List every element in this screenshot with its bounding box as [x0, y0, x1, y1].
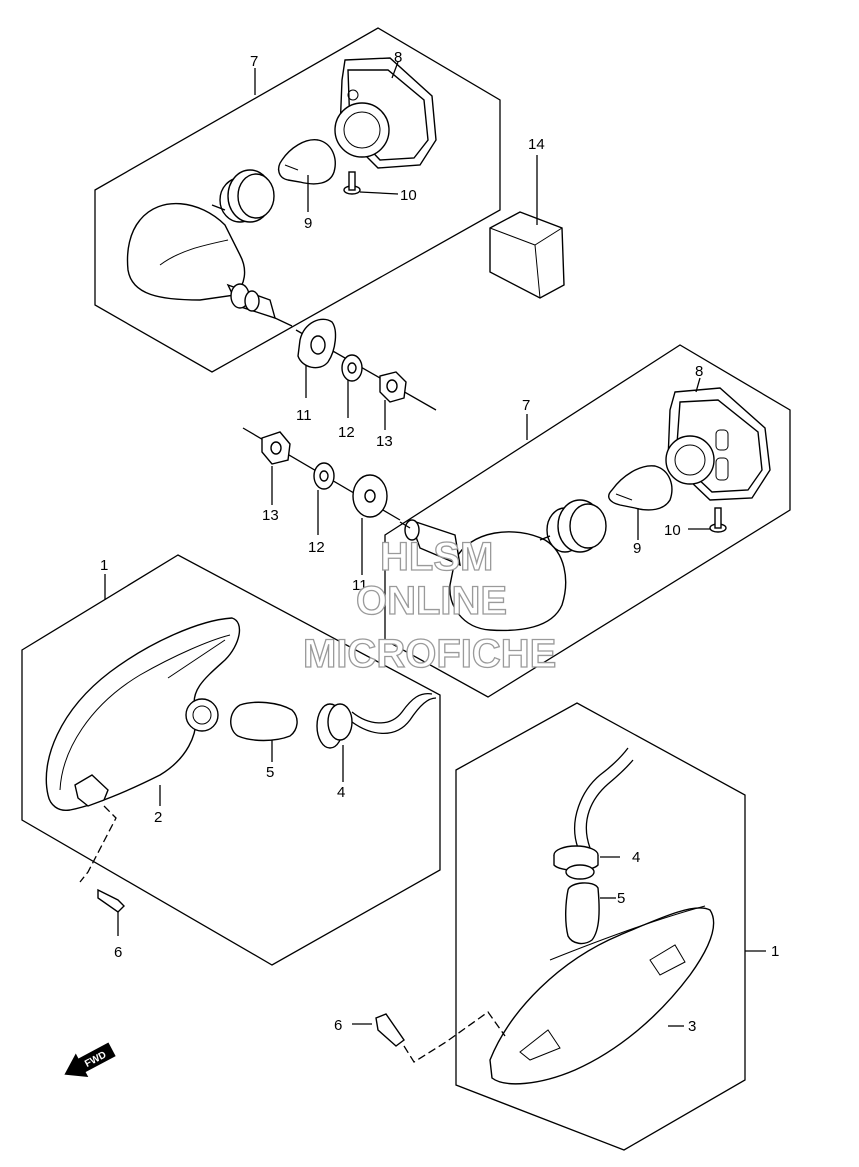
- right-label-5: 5: [617, 890, 625, 907]
- watermark-line3: MICROFICHE: [303, 632, 556, 676]
- mid-label-8: 8: [695, 363, 703, 380]
- mid-group-frame: [384, 344, 791, 698]
- hardware-set-a: 11 12 13: [295, 318, 437, 450]
- label-12b: 12: [308, 539, 325, 556]
- left-label-6: 6: [114, 944, 122, 961]
- mid-bulb-9: [608, 465, 673, 511]
- top-label-7: 7: [250, 53, 258, 70]
- mid-bulb-socket: [539, 499, 607, 553]
- right-label-3: 3: [688, 1018, 696, 1035]
- top-bulb-socket: [211, 169, 275, 223]
- hardware-set-b: 13 12 11: [242, 427, 401, 594]
- label-13a: 13: [376, 433, 393, 450]
- watermark: HLSM ONLINE MICROFICHE: [302, 534, 557, 676]
- top-lens-8: [334, 57, 437, 169]
- left-label-5: 5: [266, 764, 274, 781]
- left-housing-2: [45, 617, 241, 812]
- left-socket-4: [316, 692, 437, 782]
- mid-turn-signal-group: 7 8 9 10: [384, 344, 791, 698]
- label-11b: 11: [352, 577, 368, 594]
- watermark-line2: ONLINE: [356, 579, 507, 623]
- top-screw-10: [343, 171, 399, 195]
- right-socket-4: [553, 845, 620, 880]
- mid-lens-8: [665, 387, 771, 501]
- right-bulb-5: [565, 882, 616, 945]
- fwd-arrow-label: FWD: [83, 1050, 108, 1070]
- right-screw-6: [352, 1011, 506, 1063]
- top-turn-signal-group: 7 8 9 10: [94, 27, 501, 373]
- label-13b: 13: [262, 507, 279, 524]
- bulb-cover-14: 14: [489, 136, 565, 299]
- right-turn-signal-group: 4 5 1 3 6: [334, 702, 779, 1151]
- mid-signal-housing: [449, 531, 567, 632]
- label-11a: 11: [296, 407, 312, 424]
- top-label-10: 10: [400, 187, 417, 204]
- label-12a: 12: [338, 424, 355, 441]
- top-group-frame: [94, 27, 501, 373]
- watermark-line1: HLSM: [380, 535, 493, 579]
- right-group-frame: [455, 702, 746, 1151]
- top-label-9: 9: [304, 215, 312, 232]
- top-signal-housing: [126, 202, 246, 301]
- left-screw-6: [79, 805, 125, 936]
- mid-screw-10: [688, 507, 727, 533]
- top-label-8: 8: [394, 49, 402, 66]
- mid-label-10: 10: [664, 522, 681, 539]
- right-label-6: 6: [334, 1017, 342, 1034]
- left-label-1: 1: [100, 557, 108, 574]
- left-bulb-5: [230, 701, 298, 762]
- left-turn-signal-group: 1 2 5 4 6: [21, 554, 441, 966]
- left-label-2: 2: [154, 809, 162, 826]
- left-label-4: 4: [337, 784, 345, 801]
- top-bulb-9: [277, 139, 336, 185]
- left-group-frame: [21, 554, 441, 966]
- right-lens-3: [489, 905, 715, 1085]
- right-label-1: 1: [771, 943, 779, 960]
- fwd-arrow: FWD: [64, 1042, 116, 1078]
- mid-label-7: 7: [522, 397, 530, 414]
- mid-label-9: 9: [633, 540, 641, 557]
- label-14: 14: [528, 136, 545, 153]
- right-label-4: 4: [632, 849, 640, 866]
